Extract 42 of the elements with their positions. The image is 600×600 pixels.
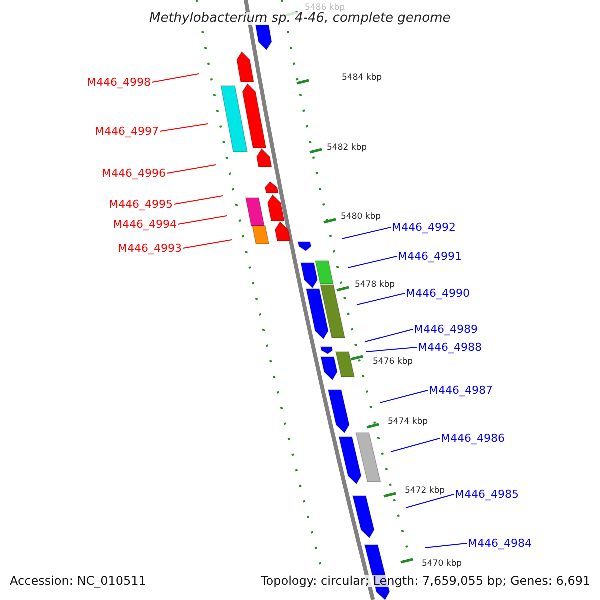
scale-label: 5484 kbp bbox=[342, 74, 382, 82]
leader-line bbox=[166, 164, 216, 174]
leader-line bbox=[406, 494, 454, 508]
leader-line bbox=[390, 438, 440, 452]
scale-label: 5478 kbp bbox=[355, 280, 396, 289]
gene-label: M446_4987 bbox=[429, 384, 493, 396]
gene-label: M446_4988 bbox=[418, 342, 482, 352]
leader-line bbox=[356, 293, 406, 306]
leader-line bbox=[160, 124, 208, 132]
gene-label: M446_4990 bbox=[406, 288, 470, 298]
gene-label: M446_4989 bbox=[414, 324, 478, 334]
scale-label: 5472 kbp bbox=[405, 486, 446, 495]
scale-label: 5480 kbp bbox=[341, 212, 382, 221]
leader-line bbox=[366, 347, 418, 352]
scale-label: 5476 kbp bbox=[373, 358, 414, 366]
gene-label: M446_4994 bbox=[113, 218, 177, 230]
gene-label: M446_4992 bbox=[392, 222, 456, 232]
genome-summary: Topology: circular; Length: 7,659,055 bp; Genes: 6,691 bbox=[261, 575, 591, 587]
gene-label: M446_4998 bbox=[87, 76, 151, 88]
gene-label: M446_4985 bbox=[455, 488, 519, 500]
gene-label: M446_4986 bbox=[441, 432, 505, 444]
leader-line bbox=[348, 256, 398, 268]
scale-label: 5474 kbp bbox=[388, 418, 428, 426]
gene-label: M446_4991 bbox=[398, 250, 462, 262]
title: Methylobacterium sp. 4-46, complete genome bbox=[150, 12, 451, 24]
leader-line bbox=[380, 390, 428, 404]
gene-label: M446_4996 bbox=[102, 168, 166, 178]
leader-line bbox=[152, 74, 200, 83]
leader-line bbox=[424, 543, 468, 548]
leader-line bbox=[182, 240, 232, 249]
scale-label: 5470 kbp bbox=[422, 560, 462, 568]
accession-text: Accession: NC_010511 bbox=[10, 575, 146, 587]
gene-label: M446_4997 bbox=[95, 126, 159, 136]
leader-line bbox=[364, 329, 414, 342]
gene-label: M446_4993 bbox=[118, 242, 182, 254]
leader-line bbox=[174, 196, 224, 205]
leader-line bbox=[342, 227, 392, 240]
gene-label: M446_4995 bbox=[109, 198, 173, 210]
scale-label: 5482 kbp bbox=[327, 144, 368, 152]
leader-line bbox=[178, 216, 228, 225]
gene-label: M446_4984 bbox=[468, 538, 532, 548]
scale-label: 5486 kbp bbox=[305, 4, 346, 12]
